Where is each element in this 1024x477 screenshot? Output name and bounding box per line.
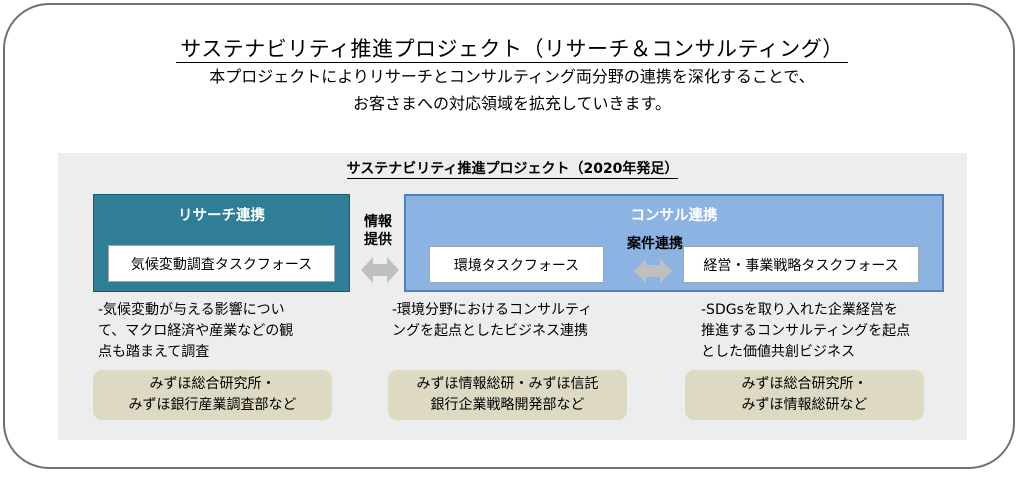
org-line: みずほ情報総研・みずほ信託 (416, 376, 599, 392)
consulting-box: コンサル連携 環境タスクフォース 経営・事業戦略タスクフォース (404, 194, 944, 292)
org-line: みずほ総合研究所・ (741, 376, 868, 392)
research-heading: リサーチ連携 (178, 208, 265, 224)
research-description: -気候変動が与える影響につい て、マクロ経済や産業などの観 点も踏まえて調査 (98, 300, 293, 363)
mgmt-desc-line: -SDGsを取り入れた企業経営を (701, 302, 898, 318)
env-desc-line: -環境分野におけるコンサルティ (392, 302, 593, 318)
double-arrow-icon (634, 259, 672, 283)
research-orgs: みずほ総合研究所・ みずほ銀行産業調査部など (93, 370, 332, 420)
environment-task-force: 環境タスクフォース (429, 246, 604, 283)
environment-orgs: みずほ情報総研・みずほ信託 銀行企業戦略開発部など (388, 370, 627, 420)
subtitle-line-1: 本プロジェクトによりリサーチとコンサルティング両分野の連携を深化することで、 (209, 67, 815, 86)
climate-task-force: 気候変動調査タスクフォース (108, 245, 335, 282)
research-box: リサーチ連携 気候変動調査タスクフォース (93, 194, 350, 292)
mgmt-desc-line: とした価値共創ビジネス (701, 344, 855, 360)
double-arrow-icon (361, 257, 399, 283)
panel-title: サステナビリティ推進プロジェクト（2020年発足） (346, 161, 679, 179)
management-strategy-task-force: 経営・事業戦略タスクフォース (683, 246, 919, 283)
info-provide-label: 情報 提供 (358, 213, 398, 249)
research-desc-line: -気候変動が与える影響につい (98, 302, 285, 318)
org-line: みずほ情報総研など (741, 397, 868, 413)
page-title: サステナビリティ推進プロジェクト（リサーチ＆コンサルティング） (0, 36, 1024, 63)
consulting-heading: コンサル連携 (630, 208, 718, 224)
org-line: 銀行企業戦略開発部など (430, 397, 585, 413)
info-label-line-1: 情報 (364, 214, 392, 230)
subtitle-line-2: お客さまへの対応領域を拡充していきます。 (353, 94, 671, 113)
management-description: -SDGsを取り入れた企業経営を 推進するコンサルティングを起点 とした価値共創… (701, 300, 910, 363)
org-line: みずほ銀行産業調査部など (128, 397, 297, 413)
research-desc-line: 点も踏まえて調査 (98, 344, 210, 360)
env-desc-line: ングを起点としたビジネス連携 (392, 323, 588, 339)
collab-label: 案件連携 (627, 236, 683, 252)
mgmt-desc-line: 推進するコンサルティングを起点 (701, 323, 911, 339)
research-desc-line: て、マクロ経済や産業などの観 (98, 323, 294, 339)
environment-description: -環境分野におけるコンサルティ ングを起点としたビジネス連携 (392, 300, 592, 342)
org-line: みずほ総合研究所・ (149, 376, 276, 392)
management-orgs: みずほ総合研究所・ みずほ情報総研など (685, 370, 924, 420)
info-label-line-2: 提供 (364, 232, 392, 248)
